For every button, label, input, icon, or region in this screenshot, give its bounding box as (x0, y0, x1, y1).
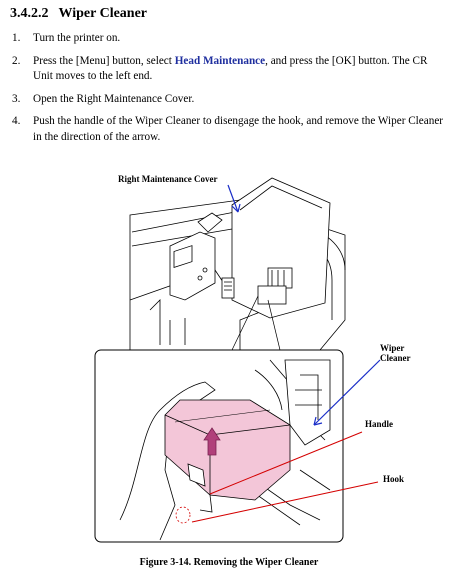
hook-marker (175, 506, 191, 524)
printer-illustration (94, 177, 381, 543)
step-text: Open the Right Maintenance Cover. (33, 92, 195, 105)
figure-caption: Figure 3-14. Removing the Wiper Cleaner (139, 557, 319, 568)
step-item: 1. Turn the printer on. (12, 31, 448, 47)
step-item: 3. Open the Right Maintenance Cover. (12, 92, 448, 108)
step-text: Turn the printer on. (33, 32, 121, 44)
handle-leader-line (209, 431, 363, 495)
section-number: 3.4.2.2 (10, 6, 49, 21)
step-text-pre: Press the [Menu] button, select (33, 54, 175, 67)
section-title: Wiper Cleaner (58, 6, 148, 21)
step-text: Push the handle of the Wiper Cleaner to … (33, 115, 444, 143)
step-number: 4. (12, 115, 21, 127)
label-wiper-line1: Wiper (380, 343, 405, 353)
removal-direction-arrow (203, 427, 221, 456)
cover-leader-line (227, 184, 239, 213)
label-right-maintenance-cover: Right Maintenance Cover (118, 174, 218, 184)
step-number: 2. (12, 54, 21, 67)
control-panel (169, 212, 223, 301)
section-heading: 3.4.2.2 Wiper Cleaner (10, 6, 147, 22)
zoom-callout-lines (231, 295, 281, 351)
step-number: 3. (12, 92, 21, 105)
label-handle: Handle (365, 419, 394, 429)
hook-leader-line (191, 481, 379, 523)
ink-slots (221, 267, 293, 305)
step-item: 4. Push the handle of the Wiper Cleaner … (12, 114, 448, 145)
maintenance-cover (231, 177, 331, 319)
instruction-steps: 1. Turn the printer on. 2. Press the [Me… (12, 31, 448, 152)
label-hook: Hook (383, 474, 405, 484)
label-wiper-cleaner: Wiper Cleaner (380, 343, 411, 363)
wiper-leader-line (313, 359, 381, 426)
label-wiper-line2: Cleaner (380, 353, 411, 363)
step-text-post: , and press the [OK] button. The CR Unit… (33, 54, 428, 83)
step-item: 2. Press the [Menu] button, select Head … (12, 54, 448, 85)
step-number: 1. (12, 32, 21, 44)
head-maintenance-menu-item: Head Maintenance (174, 54, 266, 67)
